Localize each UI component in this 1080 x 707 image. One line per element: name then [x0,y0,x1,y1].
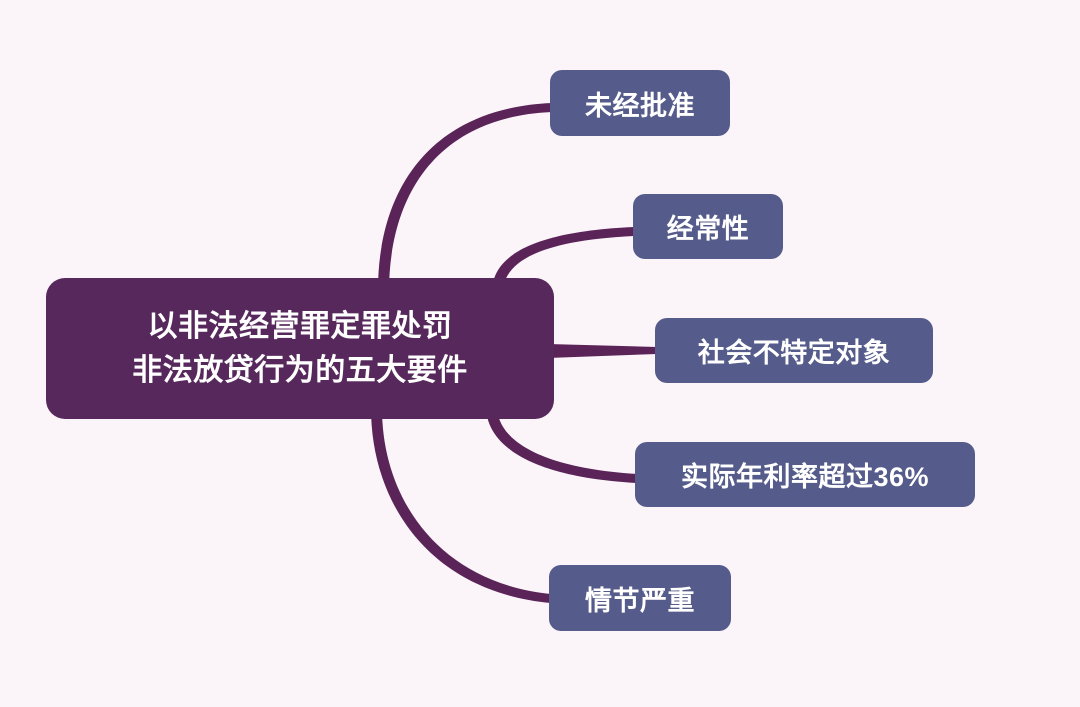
branch-node-regularity[interactable]: 经常性 [633,194,783,259]
branch-node-interest-rate[interactable]: 实际年利率超过36% [635,442,975,507]
root-node[interactable]: 以非法经营罪定罪处罚 非法放贷行为的五大要件 [46,278,554,419]
connector-to-branch-2 [548,344,657,358]
connector-to-branch-4 [371,408,551,603]
branch-node-serious-circumstances[interactable]: 情节严重 [549,565,731,631]
connector-to-branch-0 [378,103,552,292]
branch-node-unapproved[interactable]: 未经批准 [550,70,730,136]
branch-node-unspecified-public[interactable]: 社会不特定对象 [655,318,933,383]
